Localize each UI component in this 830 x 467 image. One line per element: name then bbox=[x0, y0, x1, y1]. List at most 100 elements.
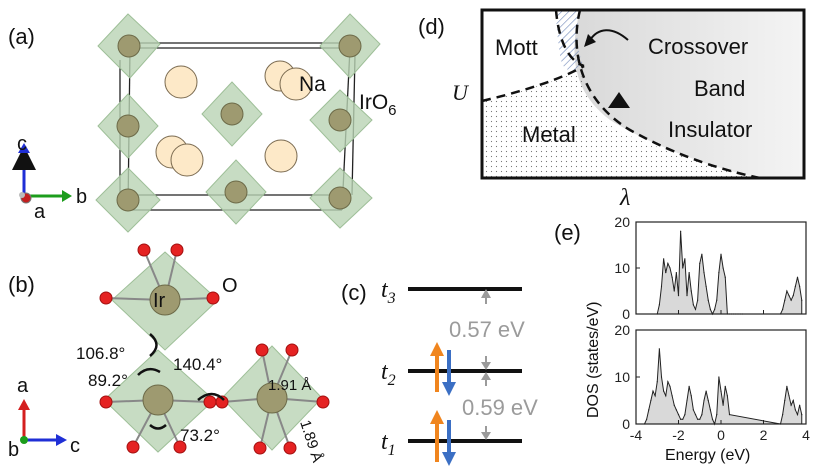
o-label: O bbox=[222, 275, 238, 297]
dos-point bbox=[680, 230, 682, 232]
axis-c-label: c bbox=[17, 133, 27, 155]
dos-point bbox=[716, 299, 718, 301]
dos-point bbox=[782, 414, 784, 416]
dos-point bbox=[792, 295, 794, 297]
dos-ylabel: DOS (states/eV) bbox=[585, 302, 602, 418]
gap-lower-label: 0.59 eV bbox=[462, 395, 538, 420]
axis-b-label: b bbox=[76, 186, 87, 208]
energy-levels bbox=[408, 287, 522, 443]
dos-point bbox=[784, 399, 786, 402]
dos-point bbox=[690, 395, 692, 397]
dos-point bbox=[728, 414, 731, 416]
dos-point bbox=[675, 272, 677, 274]
dos-point bbox=[724, 276, 726, 278]
bond-length-191-label: 1.91 Å bbox=[268, 377, 311, 394]
dos-point bbox=[705, 390, 707, 392]
dos-point bbox=[694, 308, 697, 310]
crossover-arrow bbox=[589, 29, 629, 41]
panel-c: (c) t3 t2 t1 bbox=[341, 277, 538, 466]
dos-point bbox=[799, 404, 801, 406]
panel-d-label: (d) bbox=[418, 14, 445, 39]
dos-ytick-label: 20 bbox=[614, 214, 630, 230]
dos-point bbox=[699, 262, 701, 264]
dos-point bbox=[677, 295, 680, 297]
crossover-label: Crossover bbox=[648, 34, 748, 59]
axes-triad-a bbox=[12, 143, 72, 204]
dos-point bbox=[790, 404, 792, 406]
dos-xtick-label: -2 bbox=[672, 427, 685, 443]
dos-point bbox=[782, 308, 784, 310]
panel-b-label: (b) bbox=[8, 272, 35, 297]
dos-point bbox=[784, 299, 786, 301]
dos-point bbox=[697, 418, 699, 420]
dos-point bbox=[724, 385, 726, 387]
dos-point bbox=[660, 285, 663, 287]
dos-point bbox=[663, 390, 665, 392]
dos-point bbox=[692, 304, 694, 306]
dos-point bbox=[682, 418, 684, 420]
dos-point bbox=[684, 258, 686, 260]
angle-arcs bbox=[137, 333, 225, 430]
angle-89-label: 89.2° bbox=[88, 371, 128, 390]
dos-point bbox=[652, 390, 654, 392]
dos-point bbox=[654, 395, 656, 397]
gap-upper-label: 0.57 eV bbox=[449, 317, 525, 342]
dos-point bbox=[701, 253, 703, 255]
dos-point bbox=[646, 418, 648, 420]
dos-point bbox=[667, 381, 669, 383]
na-atoms bbox=[155, 60, 313, 177]
u-axis-label: U bbox=[452, 80, 470, 105]
dos-xtick-label: 0 bbox=[717, 427, 725, 443]
dos-ytick-label: 0 bbox=[622, 306, 630, 322]
dos-point bbox=[688, 272, 690, 274]
phase-boundaries bbox=[481, 9, 761, 180]
axis-b-label-b: b bbox=[8, 439, 19, 461]
dos-point bbox=[677, 414, 680, 416]
dos-point bbox=[701, 414, 703, 416]
dos-series-area bbox=[643, 348, 803, 426]
dos-point bbox=[720, 253, 722, 255]
dos-point bbox=[694, 414, 697, 416]
metal-label: Metal bbox=[522, 122, 576, 147]
dos-point bbox=[692, 409, 694, 411]
dos-point bbox=[786, 290, 788, 292]
lambda-axis-label: λ bbox=[619, 185, 630, 211]
dos-point bbox=[796, 276, 799, 278]
dos-point bbox=[711, 418, 714, 420]
dos-point bbox=[650, 399, 652, 402]
dos-point bbox=[716, 414, 718, 416]
spin-arrows bbox=[430, 342, 456, 466]
axes-triad-b bbox=[18, 399, 67, 446]
dos-point bbox=[665, 395, 667, 397]
t1-label: t1 bbox=[381, 429, 396, 459]
band-label: Band bbox=[694, 76, 745, 101]
dos-ytick-label: 0 bbox=[622, 416, 630, 432]
dos-point bbox=[722, 267, 724, 269]
panel-d: (d) Mott Crossover Band Insulator Metal … bbox=[418, 8, 806, 211]
dos-point bbox=[709, 409, 711, 411]
dos-point bbox=[790, 299, 792, 301]
dos-xtick-label: 4 bbox=[802, 427, 810, 443]
dos-point bbox=[707, 399, 709, 402]
b-ir-atoms bbox=[142, 284, 288, 416]
dos-point bbox=[656, 381, 658, 383]
dos-point bbox=[720, 390, 722, 392]
dos-point bbox=[671, 395, 673, 397]
dos-point bbox=[786, 385, 788, 387]
dos-series-area bbox=[656, 231, 803, 316]
panel-e-label: (e) bbox=[554, 220, 581, 245]
dos-point bbox=[648, 409, 650, 411]
dos-point bbox=[669, 267, 671, 269]
dos-point bbox=[673, 290, 675, 292]
dos-point bbox=[792, 399, 794, 402]
dos-point bbox=[673, 404, 675, 406]
dos-point bbox=[658, 304, 660, 306]
dos-point bbox=[686, 295, 688, 297]
t3-label: t3 bbox=[381, 277, 396, 307]
crossover-arrowhead bbox=[584, 34, 596, 47]
metal-region bbox=[482, 70, 760, 178]
